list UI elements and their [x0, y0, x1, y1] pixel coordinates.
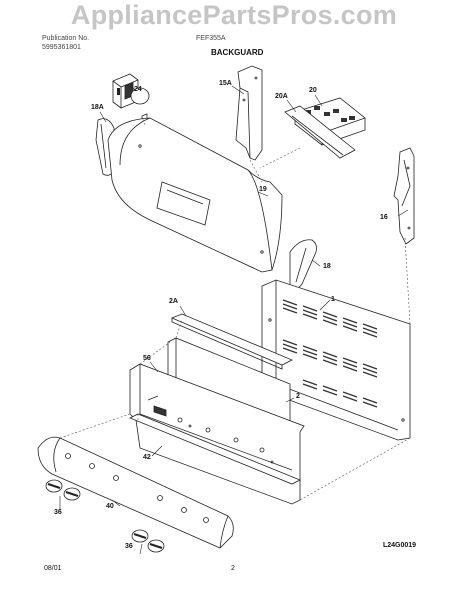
end-cap-part-18A — [95, 118, 115, 176]
callout-2A: 2A — [169, 298, 178, 305]
footer-date: 08/01 — [44, 565, 62, 572]
page-title: BACKGUARD — [211, 48, 264, 57]
footer-diagram-code: L24G0019 — [383, 542, 417, 549]
callout-15A: 15A — [219, 80, 232, 87]
publication-label: Publication No. — [42, 35, 90, 42]
trim-strip-part-42 — [129, 413, 301, 485]
shield-part-2A — [170, 313, 293, 370]
control-panel-part-40 — [37, 436, 234, 549]
callout-56: 56 — [143, 355, 151, 362]
publication-number: 5995361801 — [42, 44, 81, 51]
callout-19: 19 — [259, 186, 267, 193]
alignment-lines — [59, 116, 411, 505]
callout-18: 18 — [323, 263, 331, 270]
leader-lines — [59, 85, 409, 555]
model-number: FEF355A — [196, 35, 226, 42]
callout-20: 20 — [309, 87, 317, 94]
callout-1: 1 — [331, 296, 335, 303]
callout-2: 2 — [296, 393, 300, 400]
overlay-part-20A — [284, 105, 356, 159]
footer-page-number: 2 — [231, 565, 235, 572]
bracket-part-15A — [235, 65, 263, 161]
callout-16: 16 — [380, 214, 388, 221]
knob-pair-left-part-36 — [45, 479, 81, 501]
callout-36-right: 36 — [125, 543, 133, 550]
callout-20A: 20A — [275, 93, 288, 100]
callout-18A: 18A — [91, 104, 104, 111]
knob-pair-right-part-36 — [131, 529, 165, 553]
callout-42: 42 — [143, 454, 151, 461]
callout-36-left: 36 — [54, 509, 62, 516]
callout-40: 40 — [106, 503, 114, 510]
watermark-text: AppliancePartsPros.com — [70, 0, 398, 30]
backguard-panel-part-19 — [107, 117, 283, 273]
bracket-part-16 — [393, 147, 415, 245]
end-cap-part-18 — [289, 239, 317, 289]
callout-24: 24 — [134, 86, 142, 93]
